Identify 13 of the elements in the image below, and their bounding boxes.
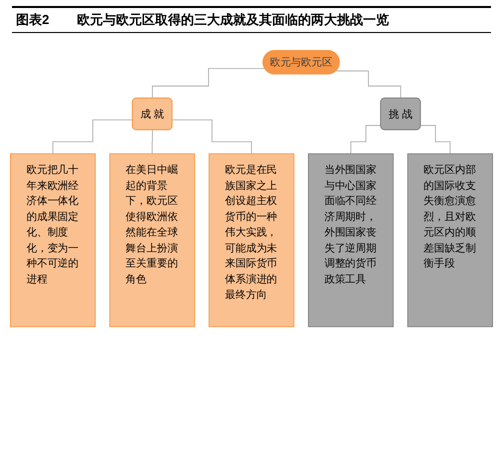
connector bbox=[52, 119, 134, 154]
connector bbox=[152, 130, 153, 154]
connector bbox=[152, 68, 266, 99]
node-box: 当外围国家与中心国家面临不同经济周期时，外围国家丧失了逆周期调整的货币政策工具 bbox=[308, 153, 394, 328]
node-box: 欧元是在民族国家之上创设超主权货币的一种伟大实践，可能成为未来国际货币体系演进的最终方向 bbox=[208, 153, 294, 328]
connector bbox=[172, 119, 252, 154]
node-box: 在美日中崛起的背景下，欧元区使得欧洲依然能在全球舞台上扮演至关重要的角色 bbox=[109, 153, 196, 328]
figure-title: 图表2 欧元与欧元区取得的三大成就及其面临的两大挑战一览 bbox=[12, 6, 491, 33]
connector bbox=[350, 125, 382, 154]
node-box: 欧元把几十年来欧洲经济体一体化的成果固定化、制度化，变为一种不可逆的进程 bbox=[10, 153, 96, 328]
connector bbox=[336, 70, 402, 99]
connector bbox=[420, 125, 451, 154]
node-box: 欧元区内部的国际收支失衡愈演愈烈，且对欧元区内的顺差国缺乏制衡手段 bbox=[407, 153, 493, 328]
